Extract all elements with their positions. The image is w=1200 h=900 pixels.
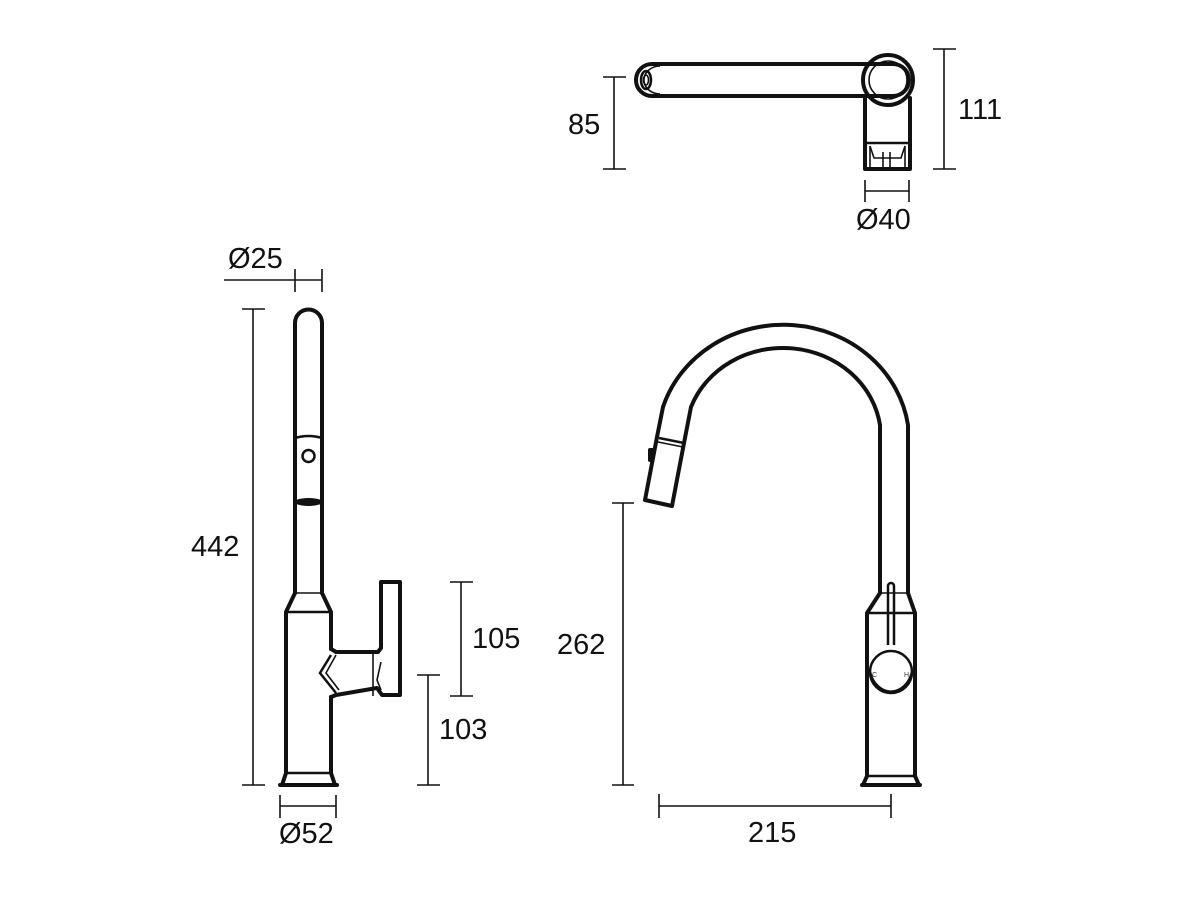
dimension-d52: Ø52 xyxy=(279,795,337,850)
top-view: 85 111 Ø40 xyxy=(568,48,1002,236)
dim-label-262: 262 xyxy=(557,629,605,661)
dim-label-d25: Ø25 xyxy=(228,243,283,275)
dimension-442: 442 xyxy=(191,308,265,786)
dimension-103: 103 xyxy=(417,674,487,786)
top-view-body xyxy=(863,96,912,171)
dimension-d25: Ø25 xyxy=(224,243,323,292)
top-view-collar xyxy=(861,53,915,107)
front-view-body xyxy=(860,591,922,787)
dim-label-215: 215 xyxy=(748,817,796,849)
dim-label-442: 442 xyxy=(191,531,239,563)
cold-marker: C xyxy=(872,672,877,679)
dimension-215: 215 xyxy=(658,794,892,849)
side-view-handle xyxy=(318,580,402,699)
front-view-gooseneck xyxy=(655,322,910,595)
dim-label-d40: Ø40 xyxy=(856,204,911,236)
side-view: Ø25 442 105 103 Ø52 xyxy=(191,243,520,850)
side-view-spout xyxy=(293,307,324,595)
dimension-105: 105 xyxy=(450,581,520,697)
dimension-d40: Ø40 xyxy=(856,180,911,236)
top-view-spout xyxy=(634,62,911,98)
dim-label-85: 85 xyxy=(568,109,600,141)
front-view-spray-head xyxy=(643,435,686,508)
dim-label-103: 103 xyxy=(439,714,487,746)
side-view-body xyxy=(278,591,339,787)
dimension-85: 85 xyxy=(568,76,626,170)
hot-marker: H xyxy=(904,672,909,679)
dimension-262: 262 xyxy=(557,502,634,786)
dim-label-105: 105 xyxy=(472,623,520,655)
spray-button-icon xyxy=(648,448,654,462)
front-view: C H 262 215 xyxy=(557,322,922,849)
dim-label-d52: Ø52 xyxy=(279,818,334,850)
front-view-handle: C H xyxy=(868,581,914,695)
dimension-111: 111 xyxy=(933,48,1002,170)
dim-label-111: 111 xyxy=(958,94,1002,126)
